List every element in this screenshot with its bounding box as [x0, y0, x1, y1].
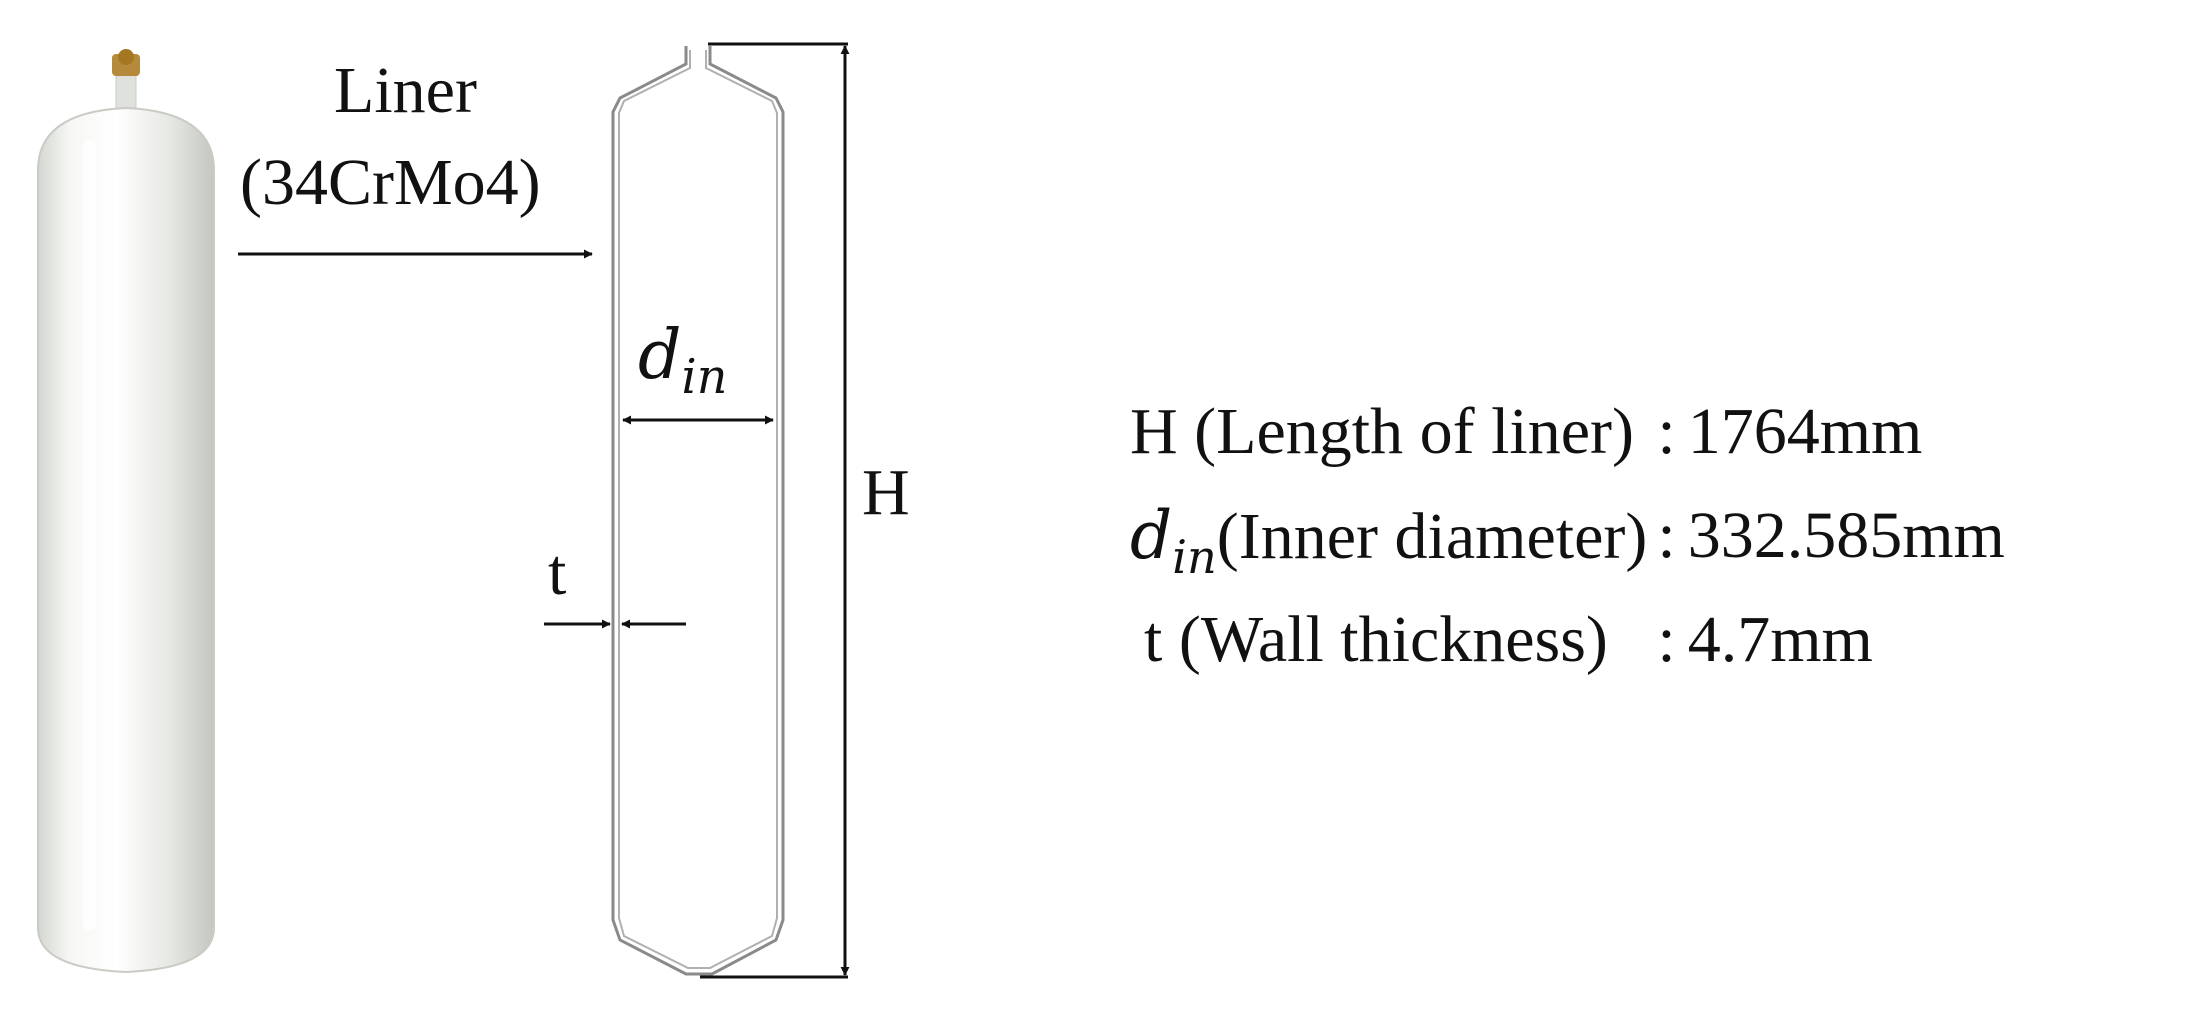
diameter-symbol: d	[638, 316, 682, 395]
spec-colon: :	[1657, 499, 1676, 572]
spec-row-thickness: t (Wall thickness) : 4.7mm	[1130, 588, 2005, 692]
liner-inner-wall	[618, 50, 778, 969]
spec-label: t (Wall thickness)	[1144, 603, 1608, 676]
spec-value: 332.585mm	[1687, 499, 2005, 572]
diameter-label: din	[638, 322, 727, 402]
spec-colon: :	[1657, 603, 1676, 676]
thickness-label: t	[548, 536, 567, 609]
gas-cylinder-photo	[37, 49, 215, 974]
liner-outer-wall	[611, 46, 785, 976]
height-dimension	[700, 42, 850, 979]
liner-material-label: (34CrMo4)	[240, 146, 541, 219]
spec-value: 4.7mm	[1687, 603, 1873, 676]
diameter-subscript: in	[681, 350, 728, 406]
spec-row-diameter: din(Inner diameter) : 332.585mm	[1130, 484, 2005, 588]
cylinder-valve-cap	[118, 49, 134, 65]
liner-label: Liner	[334, 54, 477, 127]
spec-table: H (Length of liner) : 1764mm din(Inner d…	[1130, 380, 2005, 692]
spec-colon: :	[1657, 395, 1676, 468]
liner-cross-section	[611, 46, 785, 976]
cylinder-body	[37, 106, 215, 974]
spec-label: din(Inner diameter)	[1130, 497, 1648, 584]
cylinder-highlight	[82, 140, 96, 930]
spec-label: H (Length of liner)	[1130, 395, 1634, 468]
spec-row-length: H (Length of liner) : 1764mm	[1130, 380, 2005, 484]
height-label: H	[862, 456, 910, 529]
spec-symbol: d	[1130, 497, 1173, 574]
spec-symbol-subscript: in	[1172, 529, 1217, 584]
spec-value: 1764mm	[1687, 395, 1923, 468]
